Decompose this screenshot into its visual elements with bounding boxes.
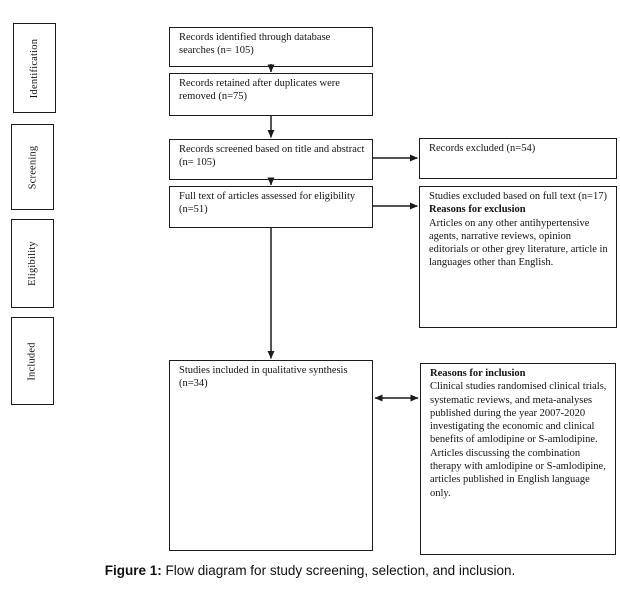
figure-caption-prefix: Figure 1: [104, 563, 162, 578]
box-excluded-fulltext-text: Studies excluded based on full text (n=1… [429, 191, 607, 202]
box-records-identified-text: Records identified through database sear… [179, 32, 331, 57]
box-records-excluded: Records excluded (n=54) [419, 138, 617, 179]
box-reasons-inclusion: Reasons for inclusion Clinical studies r… [420, 363, 616, 555]
box-records-excluded-text: Records excluded (n=54) [429, 143, 536, 154]
reasons-inclusion-heading: Reasons for inclusion [430, 368, 526, 379]
figure-caption: Figure 1: Flow diagram for study screeni… [0, 563, 620, 578]
box-records-screened-text: Records screened based on title and abst… [179, 144, 365, 169]
stage-label-eligibility: Eligibility [27, 241, 39, 286]
box-records-identified: Records identified through database sear… [169, 27, 373, 67]
reasons-exclusion-heading: Reasons for exclusion [429, 204, 526, 216]
reasons-inclusion-body-2: Articles discussing the combination ther… [430, 447, 606, 499]
box-qualitative-synthesis-text: Studies included in qualitative synthesi… [179, 365, 348, 390]
box-fulltext-assessed: Full text of articles assessed for eligi… [169, 186, 373, 228]
reasons-exclusion-body: Articles on any other antihypertensive a… [429, 217, 608, 269]
reasons-inclusion-body-1: Clinical studies randomised clinical tri… [430, 381, 607, 446]
box-duplicates-removed-text: Records retained after duplicates were r… [179, 78, 340, 103]
stage-label-identification: Identification [29, 38, 40, 98]
stage-box-eligibility: Eligibility [11, 219, 54, 308]
box-records-screened: Records screened based on title and abst… [169, 139, 373, 180]
box-qualitative-synthesis: Studies included in qualitative synthesi… [169, 360, 373, 551]
box-excluded-fulltext: Studies excluded based on full text (n=1… [419, 186, 617, 328]
stage-box-identification: Identification [13, 23, 56, 113]
figure-caption-text: Flow diagram for study screening, select… [161, 563, 516, 578]
box-fulltext-assessed-text: Full text of articles assessed for eligi… [179, 191, 356, 216]
stage-box-included: Included [11, 317, 54, 405]
box-duplicates-removed: Records retained after duplicates were r… [169, 73, 373, 116]
stage-label-screening: Screening [27, 145, 39, 189]
stage-label-included: Included [27, 341, 38, 381]
stage-box-screening: Screening [11, 124, 54, 210]
